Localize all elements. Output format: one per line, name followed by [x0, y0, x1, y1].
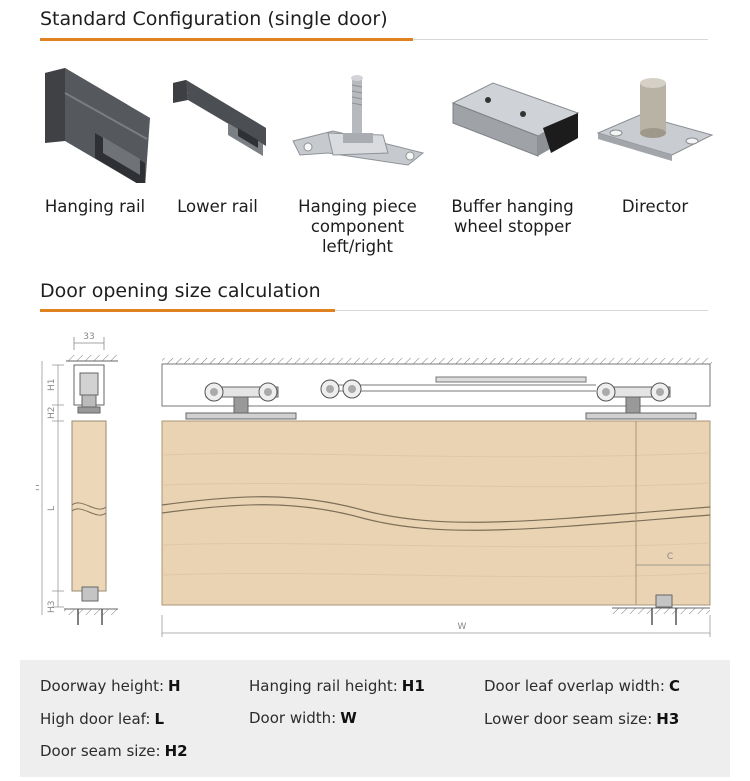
legend-key: L — [154, 710, 165, 728]
dim-w-label: W — [458, 622, 467, 632]
dim-h1-label: H1 — [47, 379, 57, 392]
product-label: Lower rail — [177, 197, 258, 216]
product-hanging-rail: Hanging rail — [30, 60, 160, 217]
legend-text: High door leaf: — [40, 710, 151, 728]
legend-text: Door leaf overlap width: — [484, 677, 665, 695]
divider — [40, 310, 708, 311]
hanging-piece-image — [285, 60, 430, 185]
dim-h-label: H — [36, 484, 42, 491]
product-wheel-stopper: Buffer hanging wheel stopper — [440, 60, 585, 237]
side-view: 33 H1 H2 L H3 H — [36, 332, 118, 625]
wheel-stopper-image — [440, 60, 585, 185]
product-label: Buffer hanging wheel stopper — [451, 197, 574, 236]
section-title-size-calculation: Door opening size calculation — [40, 280, 321, 302]
product-label: Hanging piece component left/right — [298, 197, 417, 256]
legend-item: Door leaf overlap width:C — [484, 677, 680, 695]
legend-key: W — [340, 709, 357, 727]
legend-text: Door width: — [249, 709, 337, 727]
dim-l-label: L — [47, 506, 57, 511]
legend-text: Hanging rail height: — [249, 677, 398, 695]
legend-key: H3 — [656, 710, 680, 728]
hanging-wheels-right — [585, 382, 697, 420]
legend-item: Door seam size:H2 — [40, 742, 188, 760]
hanging-wheels-left — [185, 382, 297, 420]
legend-text: Lower door seam size: — [484, 710, 653, 728]
hanging-wheels-center — [320, 379, 362, 399]
legend-key: C — [668, 677, 680, 695]
legend-item: Door width:W — [249, 709, 357, 727]
legend-item: Doorway height:H — [40, 677, 181, 695]
director-image — [590, 60, 720, 185]
product-director: Director — [590, 60, 720, 217]
legend-key: H2 — [164, 742, 188, 760]
hanging-rail-image — [30, 60, 160, 185]
product-lower-rail: Lower rail — [160, 60, 275, 217]
section-title-configuration: Standard Configuration (single door) — [40, 8, 388, 30]
legend-key: H1 — [401, 677, 425, 695]
legend-panel: Doorway height:H Hanging rail height:H1 … — [20, 660, 730, 777]
legend-text: Doorway height: — [40, 677, 165, 695]
front-view: C W — [161, 358, 712, 637]
legend-item: High door leaf:L — [40, 710, 164, 728]
door-size-diagram: 33 H1 H2 L H3 H — [36, 332, 712, 637]
product-label: Director — [621, 197, 689, 216]
dim-c-label: C — [667, 552, 673, 562]
dim-h2-label: H2 — [47, 407, 57, 420]
legend-key: H — [168, 677, 181, 695]
title-underline — [40, 38, 413, 41]
dim-h3-label: H3 — [47, 601, 57, 614]
title-underline — [40, 309, 335, 312]
product-hanging-piece: Hanging piece component left/right — [285, 60, 430, 257]
legend-text: Door seam size: — [40, 742, 161, 760]
product-label: Hanging rail — [44, 197, 146, 216]
dim-33-label: 33 — [83, 332, 94, 342]
lower-rail-image — [160, 60, 275, 185]
legend-item: Hanging rail height:H1 — [249, 677, 425, 695]
legend-item: Lower door seam size:H3 — [484, 710, 679, 728]
